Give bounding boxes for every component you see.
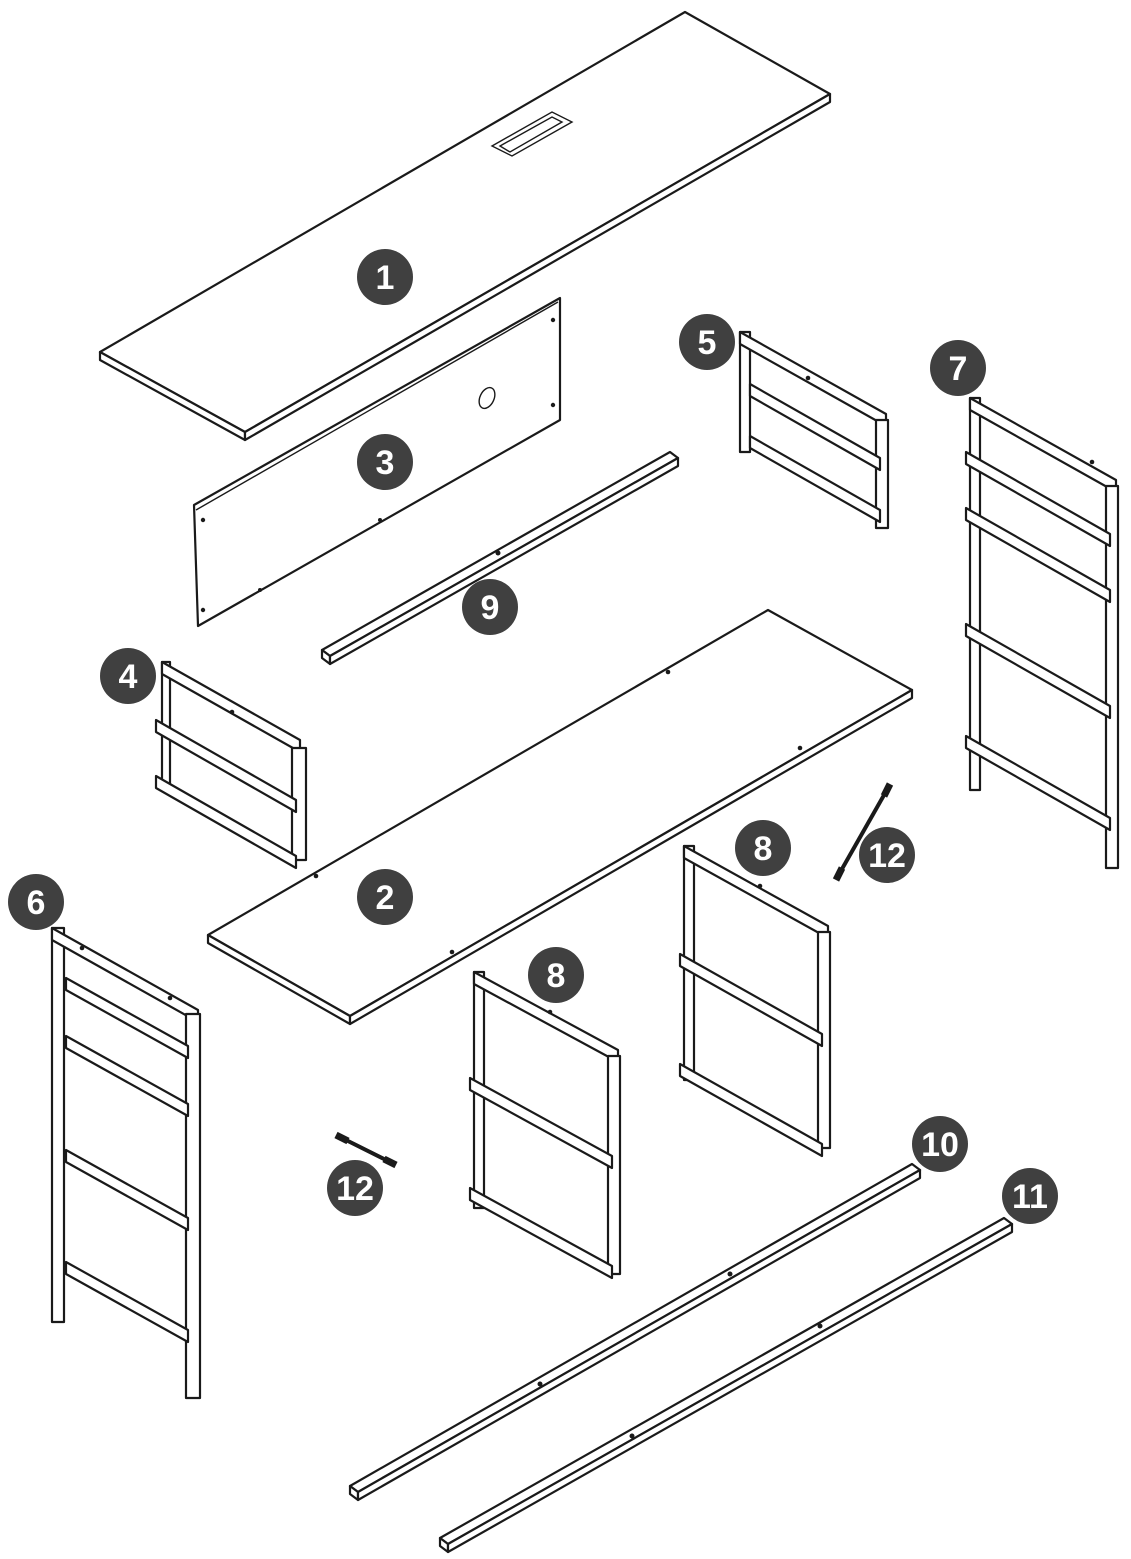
small-frame-right: [738, 330, 890, 530]
badge-circle: [100, 648, 156, 704]
long-rail-b: [438, 1216, 1014, 1554]
part-badge-part-8b: 8: [528, 947, 584, 1003]
badge-circle: [679, 314, 735, 370]
badge-circle: [327, 1160, 383, 1216]
tall-frame-right: [964, 396, 1120, 870]
short-rail: [320, 450, 680, 666]
part-number-label: 7: [949, 350, 968, 388]
badge-circle: [357, 434, 413, 490]
part-number-label: 6: [27, 884, 46, 922]
badge-circle: [8, 874, 64, 930]
part-badge-part-1: 1: [357, 249, 413, 305]
part-number-label: 5: [698, 324, 717, 362]
badge-circle: [1002, 1168, 1058, 1224]
part-badge-part-12a: 12: [859, 827, 915, 883]
part-badge-part-2: 2: [357, 869, 413, 925]
leg-frame-upper: [678, 844, 832, 1158]
tall-frame-left: [50, 926, 202, 1400]
cable-grommet-slot: [490, 111, 574, 157]
part-badge-part-6: 6: [8, 874, 64, 930]
long-rail-a: [348, 1162, 922, 1502]
badge-circle: [357, 249, 413, 305]
badge-circle: [930, 340, 986, 396]
part-number-label: 8: [547, 957, 566, 995]
part-number-label: 3: [376, 444, 395, 482]
part-number-label: 9: [481, 589, 500, 627]
part-number-label: 11: [1012, 1178, 1048, 1216]
badge-circle: [528, 947, 584, 1003]
part-badge-part-12b: 12: [327, 1160, 383, 1216]
badge-circle: [859, 827, 915, 883]
connector-bolt-left: [334, 1131, 398, 1169]
part-number-label: 8: [754, 830, 773, 868]
top-panel: [98, 10, 832, 442]
badge-circle: [462, 579, 518, 635]
part-number-label: 12: [868, 837, 906, 875]
badge-circle: [735, 820, 791, 876]
leg-frame-lower: [468, 970, 622, 1280]
connector-bolt-right: [832, 782, 894, 882]
cable-hole: [478, 386, 496, 410]
part-badge-part-8a: 8: [735, 820, 791, 876]
badge-circle: [912, 1116, 968, 1172]
part-badge-part-4: 4: [100, 648, 156, 704]
badge-circle: [357, 869, 413, 925]
part-badge-part-3: 3: [357, 434, 413, 490]
part-badge-part-5: 5: [679, 314, 735, 370]
part-badge-part-9: 9: [462, 579, 518, 635]
part-number-label: 12: [336, 1170, 374, 1208]
part-badge-part-7: 7: [930, 340, 986, 396]
part-number-label: 4: [119, 658, 138, 696]
part-number-label: 2: [376, 879, 395, 917]
part-number-label: 1: [376, 259, 395, 297]
small-frame-left: [154, 660, 308, 870]
part-badge-part-11: 11: [1002, 1168, 1058, 1224]
part-badge-part-10: 10: [912, 1116, 968, 1172]
part-number-label: 10: [921, 1126, 959, 1164]
